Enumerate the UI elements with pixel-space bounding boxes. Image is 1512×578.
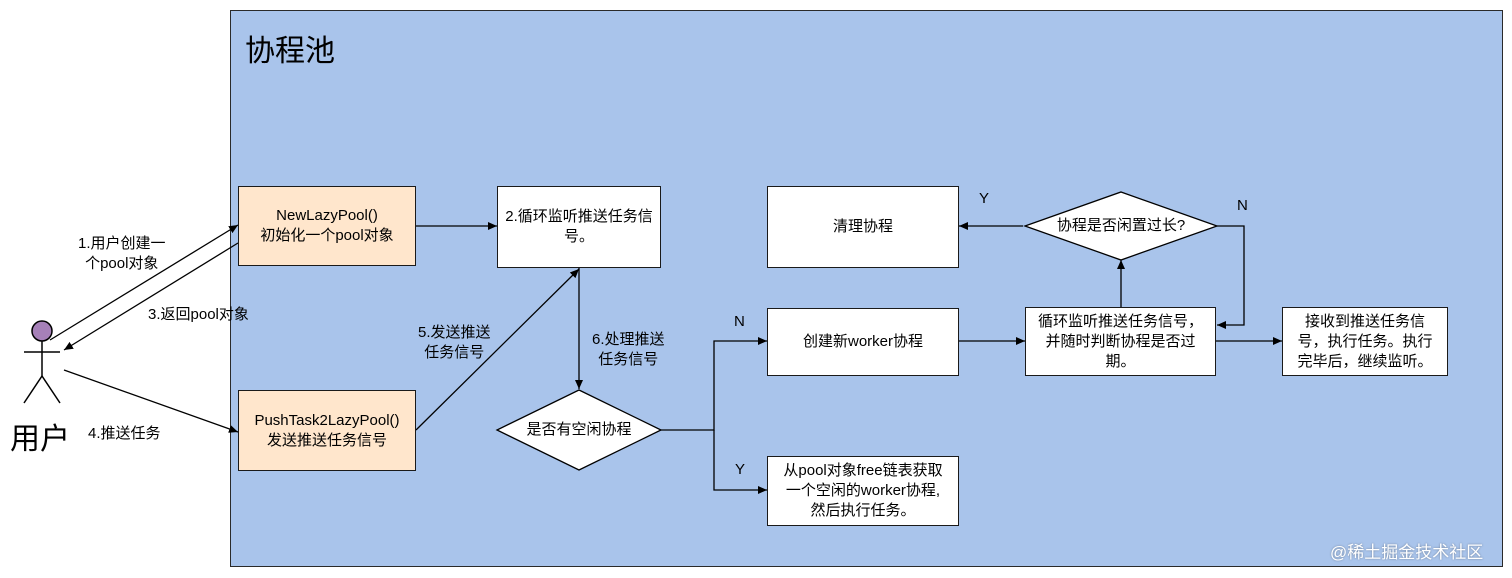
edge-expired-no [1217, 225, 1245, 329]
loop-listen-line2: 并随时判断协程是否过 [1045, 332, 1196, 350]
edge-label-create-line1: 1.用户创建一 [78, 235, 166, 252]
receive-task-line3: 完毕后，继续监听。 [1297, 352, 1433, 370]
edge-label-return: 3.返回pool对象 [148, 306, 249, 323]
edge-idle-yes [713, 430, 767, 494]
edge-push-task [63, 369, 239, 433]
actor-figure [23, 320, 61, 404]
edge-create-pool [49, 224, 239, 341]
edge-label-send: 5.发送推送 任务信号 [418, 323, 491, 363]
watermark: @稀土掘金技术社区 [1330, 543, 1484, 562]
receive-task-box: 接收到推送任务信 号，执行任务。执行 完毕后，继续监听。 [1282, 307, 1448, 376]
clean-coroutine-box: 清理协程 [767, 186, 959, 268]
edge-return-pool [63, 242, 239, 351]
edge-label-handle: 6.处理推送 任务信号 [592, 330, 665, 370]
actor-label: 用户 [10, 423, 70, 456]
push-task-desc: 发送推送任务信号 [266, 431, 387, 449]
take-idle-line3: 然后执行任务。 [810, 502, 916, 519]
edge-label-push: 4.推送任务 [88, 425, 161, 442]
edge-label-create-line2: 个pool对象 [85, 255, 159, 272]
create-worker-text: 创建新worker协程 [802, 333, 923, 350]
take-idle-line2: 一个空闲的worker协程, [785, 482, 941, 499]
take-idle-line1: 从pool对象free链表获取 [783, 462, 943, 479]
edge-label-n-loop: N [1237, 197, 1248, 214]
decision-expired-shape [1023, 191, 1219, 261]
decision-idle-text: 是否有空闲协程 [526, 421, 632, 438]
take-idle-worker-box: 从pool对象free链表获取 一个空闲的worker协程, 然后执行任务。 [767, 456, 959, 526]
loop-listen-line1: 循环监听推送任务信号， [1037, 312, 1203, 330]
create-worker-box: 创建新worker协程 [767, 308, 959, 376]
decision-expired-text: 协程是否闲置过长? [1056, 217, 1186, 234]
listen-signal-line1: 2.循环监听推送任务信 [505, 208, 653, 225]
edge-label-handle-line1: 6.处理推送 [592, 331, 665, 348]
listen-signal-box: 2.循环监听推送任务信 号。 [497, 186, 661, 268]
clean-coroutine-text: 清理协程 [832, 218, 893, 235]
new-lazy-pool-desc: 初始化一个pool对象 [260, 227, 394, 244]
new-lazy-pool-title: NewLazyPool() [276, 207, 378, 224]
push-task-box: PushTask2LazyPool() 发送推送任务信号 [238, 390, 416, 471]
receive-task-line2: 号，执行任务。执行 [1297, 332, 1433, 350]
loop-listen-line3: 期。 [1105, 352, 1136, 370]
edge-idle-split [661, 337, 767, 431]
edge-send-signal [415, 268, 580, 431]
edge-label-send-line2: 任务信号 [424, 344, 485, 361]
new-lazy-pool-box: NewLazyPool() 初始化一个pool对象 [238, 186, 416, 266]
push-task-title: PushTask2LazyPool() [254, 411, 400, 429]
loop-listen-box: 循环监听推送任务信号， 并随时判断协程是否过 期。 [1025, 307, 1216, 376]
edge-label-n-create: N [734, 313, 745, 330]
edge-label-create: 1.用户创建一 个pool对象 [78, 234, 166, 274]
receive-task-line1: 接收到推送任务信 [1304, 312, 1425, 330]
decision-idle-shape [495, 389, 663, 471]
edge-label-handle-line2: 任务信号 [598, 351, 659, 368]
pool-title: 协程池 [245, 35, 335, 68]
actor-head [31, 320, 53, 342]
edge-label-y-clean: Y [979, 190, 990, 207]
edge-label-y-idle: Y [735, 461, 746, 478]
edge-label-send-line1: 5.发送推送 [418, 324, 491, 341]
listen-signal-line2: 号。 [563, 228, 594, 245]
